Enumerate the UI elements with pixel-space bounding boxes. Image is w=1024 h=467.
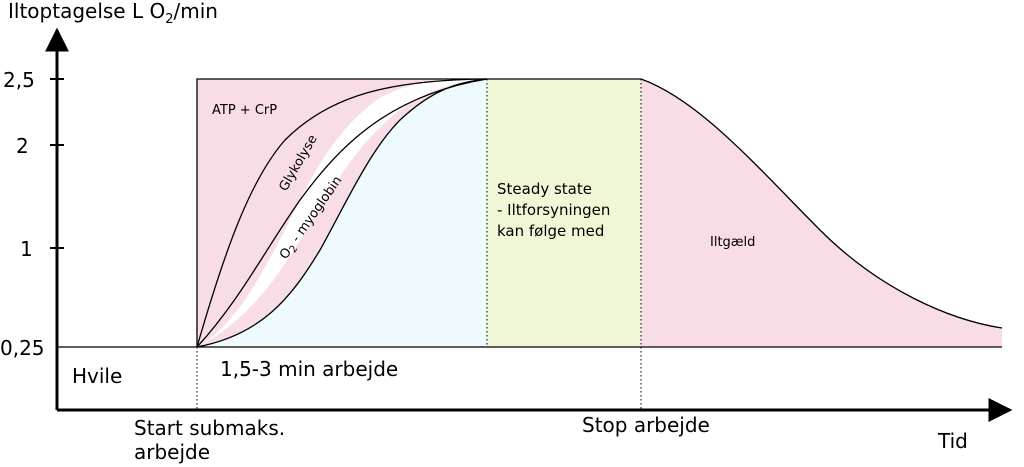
y-tick-label-1: 1 xyxy=(20,237,33,261)
steady-state-label: Steady state - Iltforsyningen kan følge … xyxy=(497,180,615,240)
y-tick-label-2-5: 2,5 xyxy=(3,68,35,92)
y-axis-title: Iltoptagelse L O2/min xyxy=(8,0,218,27)
aerobic-curve xyxy=(196,78,488,348)
aerobic-region xyxy=(197,79,487,347)
glykolyse-curve xyxy=(196,78,488,348)
iltgaeld-region xyxy=(641,79,1002,347)
top-outline xyxy=(196,78,641,347)
stop-work-label: Stop arbejde xyxy=(582,413,710,437)
recovery-curve xyxy=(640,78,1003,329)
y-tick-label-2: 2 xyxy=(16,134,29,158)
iltgaeld-label: Iltgæld xyxy=(710,235,755,250)
y-tick-label-0-25: 0,25 xyxy=(0,336,45,360)
start-work-label: Start submaks. arbejde xyxy=(134,416,291,464)
myoglobin-curve xyxy=(196,78,488,348)
x-axis-title: Tid xyxy=(937,429,968,453)
atp-crp-label: ATP + CrP xyxy=(212,103,277,118)
work-duration-label: 1,5-3 min arbejde xyxy=(220,357,398,381)
steady-state-region xyxy=(487,79,641,347)
atp-crp-region xyxy=(197,79,487,347)
hvile-label: Hvile xyxy=(72,364,122,388)
